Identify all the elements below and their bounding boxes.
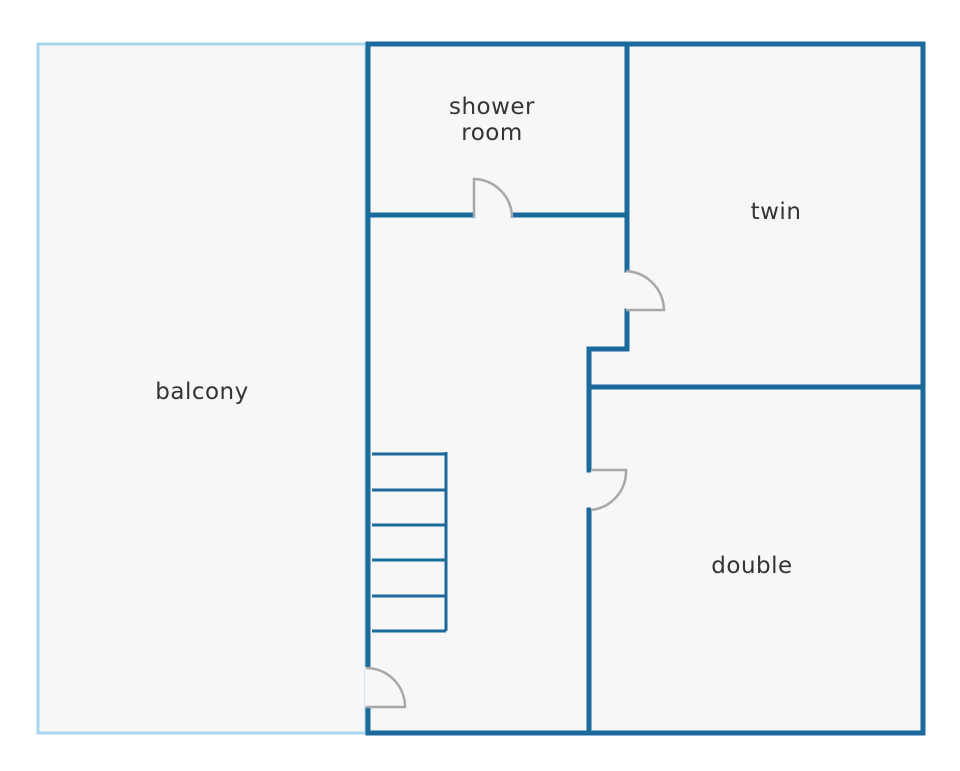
walls [365,41,926,736]
staircase [372,452,448,633]
double-label: double [711,553,792,579]
shower-door [472,177,514,218]
twin-label: twin [751,199,802,225]
shower-room-label-line2: room [461,120,523,146]
balcony-label: balcony [155,379,249,405]
balcony-floor [36,42,368,735]
shower-room-label-line1: shower [449,94,535,120]
doors [365,177,666,709]
balcony-door [365,666,407,709]
double-door [590,468,628,512]
twin-door [625,269,666,312]
